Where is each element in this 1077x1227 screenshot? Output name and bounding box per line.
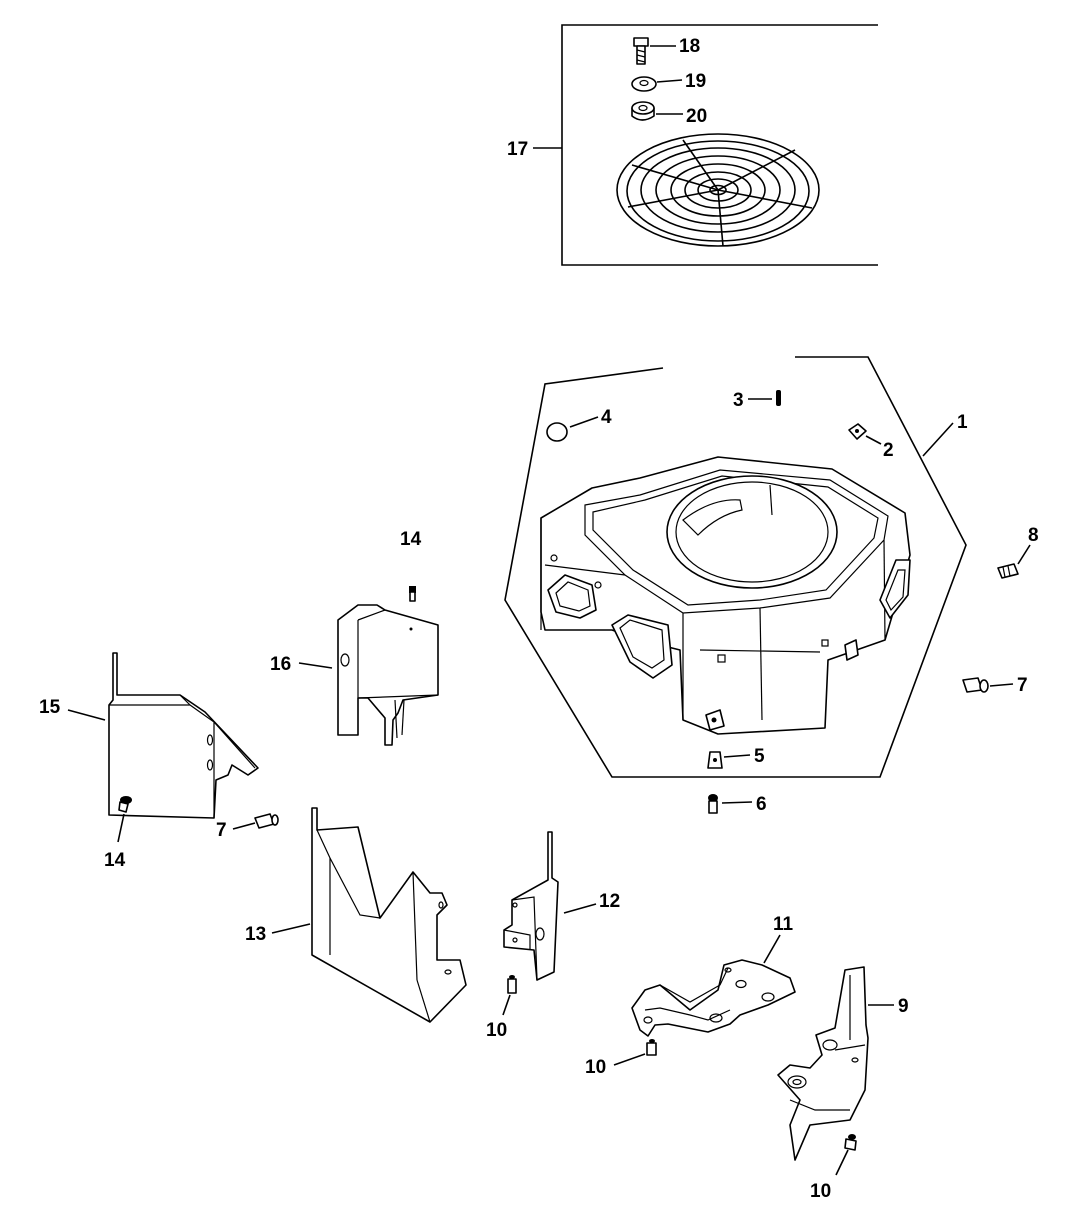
screw-14-upper	[409, 586, 416, 602]
callout-13: 13	[245, 924, 266, 945]
nut-20	[631, 101, 655, 121]
bolt-18	[633, 37, 649, 65]
washer-19	[631, 76, 657, 92]
blower-housing-group	[504, 356, 967, 778]
screw-14-lower	[118, 796, 132, 813]
callout-12: 12	[599, 891, 620, 912]
grass-screen-kit-group	[533, 24, 878, 266]
shroud-13	[311, 807, 467, 1023]
callout-19: 19	[685, 71, 706, 92]
screw-8	[997, 563, 1019, 579]
callout-9: 9	[898, 996, 909, 1017]
leader-6	[721, 801, 753, 804]
callout-8: 8	[1028, 525, 1039, 546]
leader-10-right	[835, 1149, 849, 1176]
blower-housing	[540, 456, 911, 735]
callout-14-upper: 14	[400, 529, 422, 550]
callout-16: 16	[270, 654, 291, 675]
leader-7-right	[989, 683, 1014, 687]
leader-15	[67, 709, 106, 721]
callout-10-right: 10	[810, 1181, 831, 1202]
screw-10-middle	[646, 1039, 657, 1056]
clip-2	[848, 423, 867, 440]
screw-10-left	[507, 975, 517, 994]
callout-4: 4	[601, 407, 612, 428]
leader-4	[569, 416, 599, 428]
callout-20: 20	[686, 106, 707, 127]
housing-bracket-line	[504, 356, 967, 778]
callout-14-lower: 14	[104, 850, 126, 871]
grass-screen	[616, 133, 820, 247]
leader-19	[656, 79, 683, 83]
callout-7-left: 7	[216, 820, 227, 841]
bracket-11	[631, 959, 796, 1037]
leader-1	[922, 422, 954, 457]
bracket-12	[503, 831, 559, 981]
callout-18: 18	[679, 36, 700, 57]
screw-7-left	[254, 813, 279, 829]
leader-8	[1017, 544, 1031, 565]
callout-10-left: 10	[486, 1020, 507, 1041]
leader-13	[271, 923, 311, 934]
leader-7-left	[232, 822, 256, 830]
leader-11	[763, 934, 781, 964]
shroud-15	[108, 652, 259, 819]
screw-10-right	[844, 1134, 857, 1151]
screw-6	[708, 794, 718, 814]
leader-14-lower	[117, 813, 125, 843]
callout-3: 3	[733, 390, 744, 411]
leader-10-middle	[613, 1053, 646, 1066]
leader-12	[563, 903, 597, 914]
kit-bracket-line	[561, 24, 878, 266]
pin-3	[776, 390, 781, 406]
callout-1: 1	[957, 412, 968, 433]
leader-2	[865, 435, 882, 445]
callout-5: 5	[754, 746, 765, 767]
leader-16	[298, 662, 333, 669]
screw-7-right	[962, 677, 989, 693]
callout-15: 15	[39, 697, 61, 718]
callout-10-middle: 10	[585, 1057, 606, 1078]
plug-4	[546, 422, 568, 442]
spacer-5	[707, 751, 723, 769]
callout-7-right: 7	[1017, 675, 1028, 696]
callout-6: 6	[756, 794, 767, 815]
callout-17: 17	[507, 139, 528, 160]
callout-11: 11	[773, 914, 794, 935]
callout-2: 2	[883, 440, 894, 461]
leader-10-left	[502, 994, 511, 1016]
leader-5	[723, 754, 751, 758]
shield-9	[777, 966, 869, 1161]
shroud-16	[337, 604, 439, 746]
